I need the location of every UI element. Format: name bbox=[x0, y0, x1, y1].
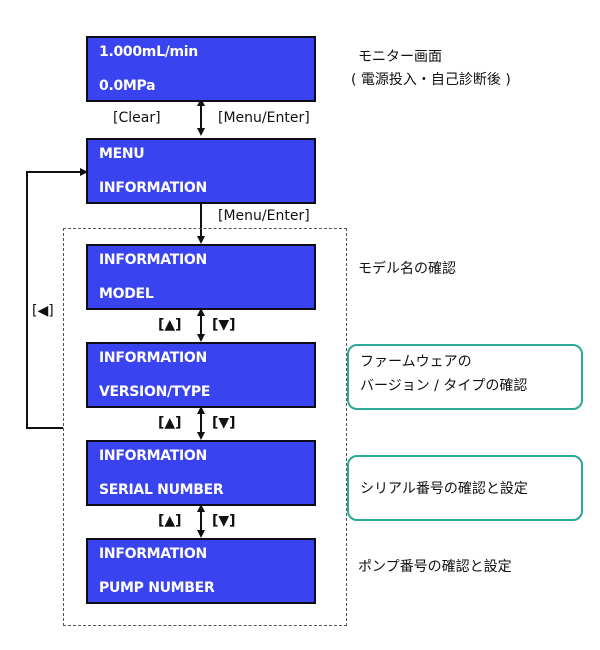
note-firmware-line1: ファームウェアの bbox=[360, 354, 472, 370]
arrow-back-loop bbox=[26, 168, 88, 429]
menu-enter-key-label: [Menu/Enter] bbox=[218, 208, 310, 224]
lcd-screen-model: INFORMATION MODEL bbox=[86, 244, 316, 310]
note-model: モデル名の確認 bbox=[358, 261, 456, 277]
lcd-line-2: SERIAL NUMBER bbox=[99, 482, 224, 498]
lcd-line-2: 0.0MPa bbox=[99, 78, 156, 94]
lcd-line-1: INFORMATION bbox=[99, 448, 207, 464]
back-key-label: [◀] bbox=[32, 303, 54, 319]
lcd-line-2: VERSION/TYPE bbox=[99, 384, 211, 400]
down-key-label: [▼] bbox=[212, 415, 236, 431]
up-key-label: [▲] bbox=[158, 415, 182, 431]
note-monitor-subtitle: ( 電源投入・自己診断後 ) bbox=[351, 72, 511, 88]
up-key-label: [▲] bbox=[158, 317, 182, 333]
lcd-screen-pump: INFORMATION PUMP NUMBER bbox=[86, 538, 316, 604]
lcd-screen-menu: MENU INFORMATION bbox=[86, 138, 316, 204]
up-key-label: [▲] bbox=[158, 513, 182, 529]
lcd-line-1: 1.000mL/min bbox=[99, 44, 198, 60]
lcd-line-1: INFORMATION bbox=[99, 350, 207, 366]
lcd-line-2: PUMP NUMBER bbox=[99, 580, 215, 596]
clear-key-label: [Clear] bbox=[113, 110, 161, 126]
note-pump: ポンプ番号の確認と設定 bbox=[358, 559, 512, 575]
lcd-line-2: INFORMATION bbox=[99, 180, 207, 196]
lcd-screen-serial: INFORMATION SERIAL NUMBER bbox=[86, 440, 316, 506]
lcd-line-2: MODEL bbox=[99, 286, 154, 302]
lcd-line-1: INFORMATION bbox=[99, 546, 207, 562]
note-box-serial bbox=[347, 455, 583, 521]
lcd-line-1: MENU bbox=[99, 146, 145, 162]
lcd-line-1: INFORMATION bbox=[99, 252, 207, 268]
lcd-screen-monitor: 1.000mL/min 0.0MPa bbox=[86, 36, 316, 102]
note-serial: シリアル番号の確認と設定 bbox=[360, 481, 528, 497]
down-key-label: [▼] bbox=[212, 513, 236, 529]
note-monitor-title: モニター画面 bbox=[358, 49, 442, 65]
down-key-label: [▼] bbox=[212, 317, 236, 333]
lcd-screen-version: INFORMATION VERSION/TYPE bbox=[86, 342, 316, 408]
note-box-firmware bbox=[347, 344, 583, 410]
information-submenu-frame bbox=[63, 228, 347, 626]
note-firmware-line2: バージョン / タイプの確認 bbox=[360, 378, 528, 394]
menu-enter-key-label: [Menu/Enter] bbox=[218, 110, 310, 126]
